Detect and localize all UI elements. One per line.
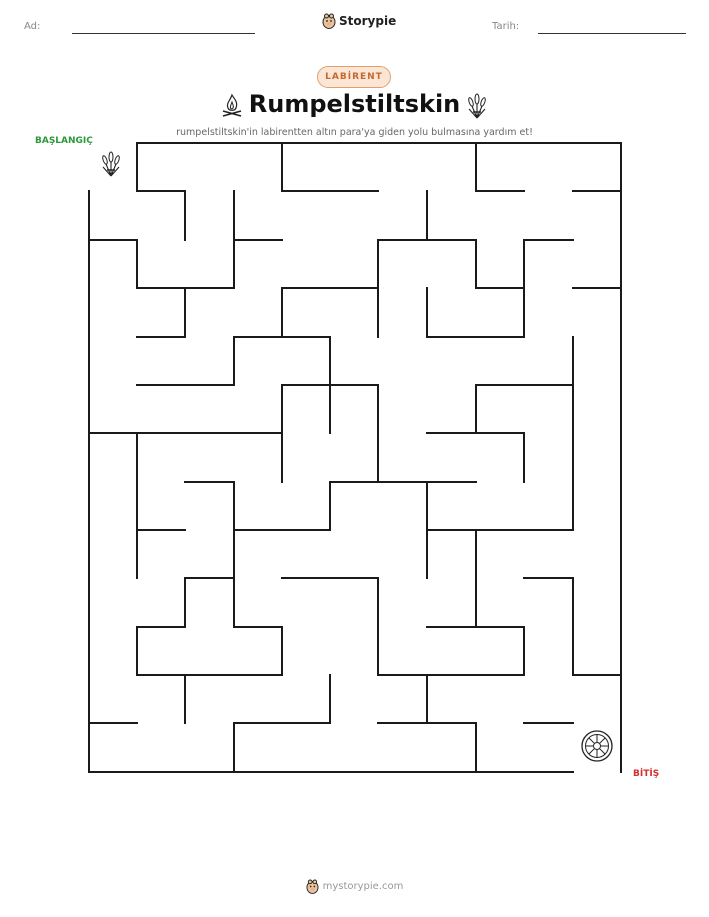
storypie-mascot-icon: [306, 879, 319, 894]
maze-start-wheat-icon: [102, 151, 120, 177]
wheat-sheaf-icon: [468, 93, 486, 119]
brand-name: Storypie: [339, 14, 397, 28]
end-label: BİTİŞ: [633, 769, 660, 779]
date-field[interactable]: [538, 33, 686, 34]
date-label: Tarih:: [492, 21, 520, 32]
campfire-icon: [222, 93, 242, 117]
name-label: Ad:: [24, 21, 41, 32]
gold-coin-icon: [581, 730, 613, 762]
category-badge: LABİRENT: [317, 66, 391, 88]
footer: mystorypie.com: [0, 879, 709, 894]
footer-site: mystorypie.com: [322, 881, 404, 892]
name-field[interactable]: [72, 33, 255, 34]
start-label: BAŞLANGIÇ: [35, 136, 93, 146]
brand-logo: Storypie: [322, 13, 396, 29]
page-title: Rumpelstiltskin: [248, 90, 461, 118]
storypie-mascot-icon: [322, 13, 336, 29]
instructions: rumpelstiltskin'in labirentten altın par…: [176, 127, 533, 138]
